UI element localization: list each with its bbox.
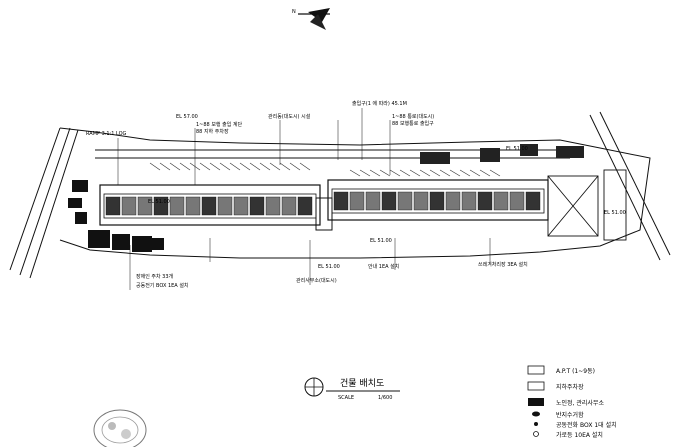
north-label: N: [292, 9, 296, 15]
scale-right: 1/600: [378, 395, 392, 401]
callout-top-4: 88 지하 주차장: [196, 128, 229, 135]
apartment-unit: [509, 191, 525, 211]
apartment-unit: [201, 196, 217, 216]
level-marker-4: EL 51.00: [318, 264, 340, 270]
north-arrow-icon: [298, 8, 330, 30]
apartment-unit: [281, 196, 297, 216]
scale-left: SCALE: [338, 395, 354, 401]
apartment-unit: [217, 196, 233, 216]
apartment-unit: [429, 191, 445, 211]
units-west: [105, 196, 313, 216]
apartment-unit: [461, 191, 477, 211]
apartment-unit: [137, 196, 153, 216]
callout-bottom-0: 장애인 주차 33개: [136, 273, 174, 280]
legend-swatch-bin: [532, 411, 540, 417]
apartment-unit: [477, 191, 493, 211]
top-facility-blocks: [420, 144, 584, 164]
legend: [527, 365, 545, 437]
units-east: [333, 191, 541, 211]
callout-top-0: RAMP 3.1:1 LOG: [86, 131, 127, 137]
legend-swatch-office: [528, 398, 544, 406]
apartment-unit: [365, 191, 381, 211]
apartment-unit: [413, 191, 429, 211]
apartment-unit: [265, 196, 281, 216]
legend-label-4: 공동전화 BOX 1대 설치: [556, 421, 617, 429]
apartment-unit: [185, 196, 201, 216]
legend-label-0: A.P.T (1~9동): [556, 368, 595, 375]
seal-stamp-icon: [93, 409, 147, 447]
level-marker-3: EL 51.00: [148, 199, 170, 205]
legend-swatch-light: [533, 431, 539, 437]
legend-label-2: 노인정, 관리사무소: [556, 399, 604, 407]
callout-top-3: 1~88 보행 출입 계단: [196, 121, 243, 128]
callout-top-6: 88 보행통로 출입구: [392, 120, 434, 127]
callout-top-5: 1~88 통로(대도시): [392, 113, 434, 120]
apartment-unit: [153, 196, 169, 216]
level-marker-0: EL 57.00: [176, 114, 198, 120]
legend-label-3: 반지수거함: [556, 411, 584, 419]
apartment-unit: [333, 191, 349, 211]
level-marker-1: EL 51.00: [506, 146, 528, 152]
level-marker-5: EL 51.00: [370, 238, 392, 244]
plan-title: 건물 배치도: [340, 377, 384, 389]
leader-lines: [117, 108, 491, 290]
apartment-unit: [169, 196, 185, 216]
connector-passage: [315, 197, 333, 231]
callout-bottom-2: 관리사무소(대도시): [296, 277, 337, 284]
callout-top-1: 출입구(1 에 따라) 45.1M: [352, 100, 407, 107]
legend-swatch-parking: [527, 381, 545, 391]
apartment-unit: [349, 191, 365, 211]
apartment-unit: [249, 196, 265, 216]
apartment-unit: [381, 191, 397, 211]
legend-label-5: 가로등 10EA 설치: [556, 431, 603, 439]
apartment-unit: [493, 191, 509, 211]
apartment-unit: [121, 196, 137, 216]
title-block: [304, 377, 400, 397]
legend-swatch-phone: [534, 422, 538, 426]
apartment-unit: [397, 191, 413, 211]
legend-swatch-apt: [527, 365, 545, 375]
callout-top-2: 관리동(대도시) 시설: [268, 113, 311, 120]
apartment-unit: [233, 196, 249, 216]
callout-bottom-1: 공동전기 BOX 1EA 설치: [136, 282, 189, 289]
slope-hatch: [149, 162, 501, 177]
apartment-unit: [445, 191, 461, 211]
legend-label-1: 지하주차장: [556, 383, 584, 391]
apartment-unit: [105, 196, 121, 216]
callout-bottom-3: 안내 1EA 설치: [368, 263, 399, 270]
apartment-unit: [297, 196, 313, 216]
callout-bottom-4: 쓰레기처리장 3EA 설치: [478, 261, 528, 268]
west-wing-blocks: [68, 180, 164, 252]
level-marker-2: EL 51.00: [604, 210, 626, 216]
apartment-unit: [525, 191, 541, 211]
east-wing-structure: [547, 169, 627, 241]
